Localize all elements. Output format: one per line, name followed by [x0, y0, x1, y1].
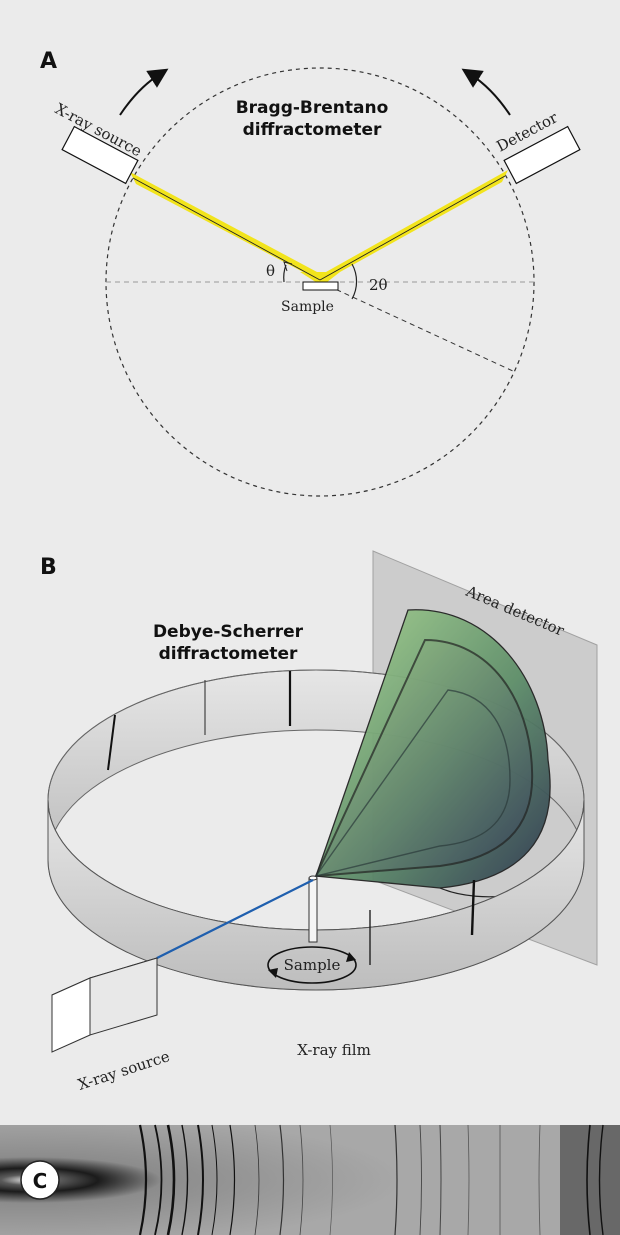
panel-c: C: [0, 1124, 620, 1235]
rotation-arrow-left-icon: [268, 968, 278, 978]
panel-c-badge: [20, 1160, 60, 1200]
blue-xray-beam: [156, 879, 314, 959]
panel-b-sample-label: Sample: [284, 956, 341, 974]
two-theta-arc: [351, 263, 358, 300]
beam-focus: [300, 272, 340, 286]
rotation-arrow-right-icon: [346, 952, 356, 962]
sample-block: [302, 281, 339, 291]
panel-b: B Area detector Sample: [40, 550, 598, 1094]
two-theta-label: 2θ: [369, 276, 388, 294]
theta-label: θ: [266, 262, 275, 280]
theta-arc: [283, 264, 287, 283]
film-strip-shading: [0, 1125, 620, 1235]
diffraction-cone-middle: [314, 638, 534, 878]
panel-a-title-line1: Bragg-Brentano: [236, 98, 389, 118]
panel-a-sample-label: Sample: [281, 299, 334, 315]
panel-b-title-line1: Debye-Scherrer: [153, 622, 304, 642]
panel-a: A Sample θ 2θ X-ray source Detector: [40, 49, 581, 497]
diffraction-cone-inner: [314, 689, 511, 878]
panel-b-source-box: [51, 957, 158, 1053]
film-strip-right-shadow: [560, 1125, 620, 1235]
incident-beam-axis: [132, 177, 321, 281]
sample-rod: [308, 877, 318, 943]
panel-b-letter: B: [40, 555, 57, 580]
sample-rod-top: [308, 875, 318, 881]
panel-a-letter: A: [40, 49, 57, 74]
incident-extension-line: [319, 281, 516, 373]
panel-a-source-box: [61, 125, 139, 185]
film-line: [107, 714, 116, 771]
sample-rotation-ellipse: [267, 946, 357, 984]
detector-rotation-arrow-icon: [461, 68, 511, 116]
film-diffraction-arcs: [138, 1124, 604, 1235]
panel-c-letter: C: [33, 1169, 48, 1193]
theta-arrow-icon: [283, 261, 293, 272]
film-ring-front: [47, 799, 585, 991]
diffracted-beam: [322, 170, 508, 282]
panel-a-title-line2: diffractometer: [243, 120, 382, 140]
detector-box: [503, 125, 581, 185]
source-rotation-arrow-icon: [119, 68, 169, 116]
panel-b-source-label: X-ray source: [76, 1047, 172, 1094]
panel-b-title-line2: diffractometer: [159, 644, 298, 664]
diffracted-beam-axis: [319, 175, 506, 281]
film-label: X-ray film: [297, 1041, 371, 1059]
film-line: [470, 879, 476, 936]
